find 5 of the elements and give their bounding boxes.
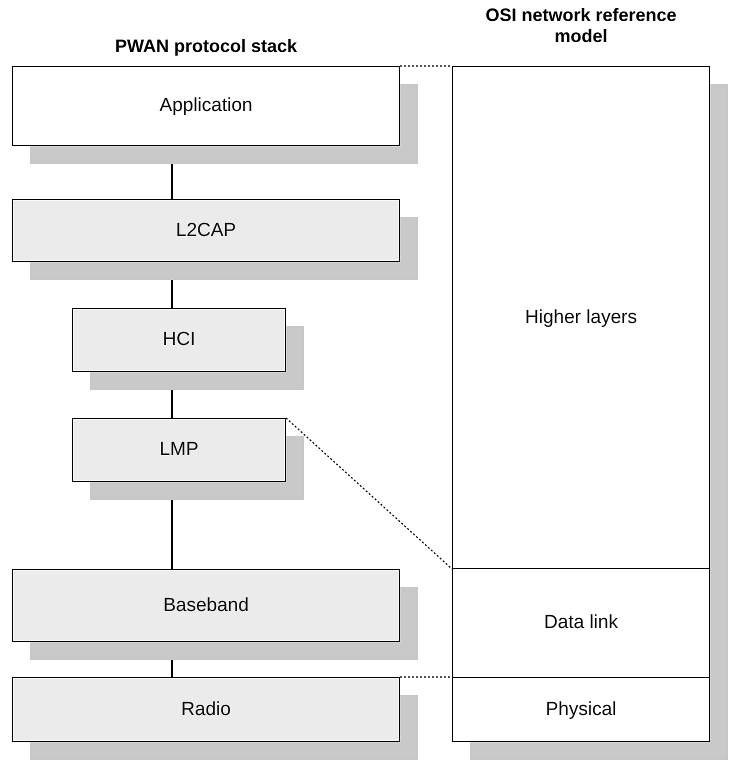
mapping-line — [286, 418, 452, 570]
mapping-line — [400, 65, 452, 67]
mapping-line — [400, 676, 452, 678]
column-heading: PWAN protocol stack — [114, 36, 298, 57]
column-heading: OSI network reference model — [484, 5, 678, 47]
